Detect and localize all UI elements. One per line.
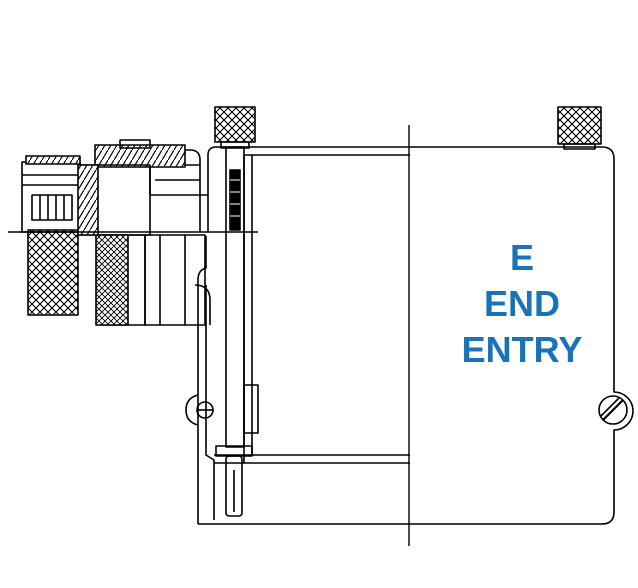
housing-left-section	[185, 146, 410, 525]
label-line-3: ENTRY	[462, 329, 583, 370]
slotted-screw	[598, 395, 628, 425]
plate-retainer	[243, 384, 259, 434]
knurled-screw-right	[557, 106, 602, 150]
label-line-1: E	[510, 237, 534, 278]
knurled-screw-left	[214, 106, 256, 149]
label-line-2: END	[484, 283, 560, 324]
end-entry-label: E END ENTRY	[462, 237, 583, 370]
guide-pin	[215, 445, 253, 517]
circular-connector	[21, 139, 226, 326]
housing-left-screw	[196, 401, 214, 419]
vertical-plate	[225, 146, 245, 448]
housing-body	[410, 146, 634, 525]
